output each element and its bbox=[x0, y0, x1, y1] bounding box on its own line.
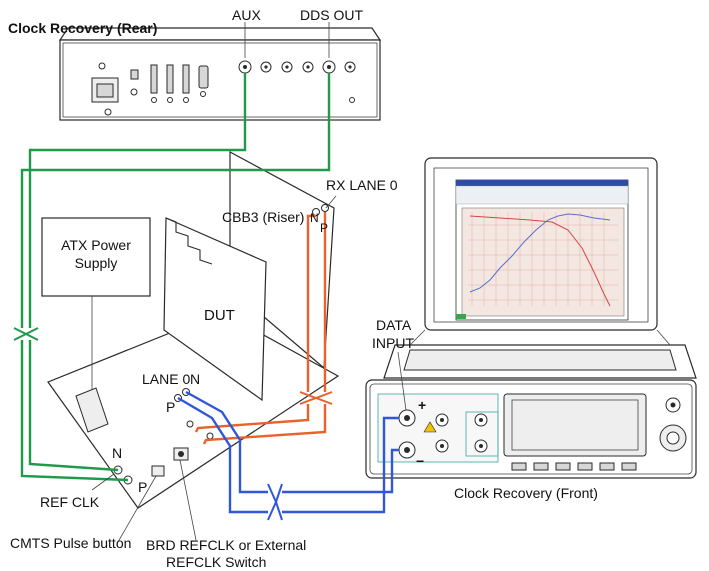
label-minus: − bbox=[416, 453, 424, 469]
front-display bbox=[503, 393, 647, 457]
label-rx-lane0: RX LANE 0 bbox=[326, 177, 398, 193]
label-lane0-n: N bbox=[190, 371, 200, 387]
green-cable-aux bbox=[28, 73, 247, 472]
laptop bbox=[383, 157, 697, 379]
green-cable-dds-out bbox=[20, 73, 331, 482]
label-ref-p: P bbox=[138, 479, 147, 495]
clock-recovery-rear-unit bbox=[58, 27, 382, 121]
label-atx-line2: Supply bbox=[75, 255, 118, 271]
label-brd-refclk-line2: REFCLK Switch bbox=[166, 554, 266, 570]
pointer-lines bbox=[91, 22, 407, 543]
label-ref-n: N bbox=[112, 445, 122, 461]
motherboard bbox=[47, 311, 340, 509]
label-dds-out: DDS OUT bbox=[300, 7, 363, 23]
motherboard-assembly bbox=[41, 150, 340, 509]
dut-card bbox=[163, 217, 267, 402]
label-atx-line1: ATX Power bbox=[61, 237, 131, 253]
blue-cable-lane0-p bbox=[177, 396, 399, 514]
label-aux: AUX bbox=[232, 7, 261, 23]
label-cbb3-riser: CBB3 (Riser) bbox=[222, 209, 304, 225]
orange-cable-rx-n bbox=[194, 214, 316, 433]
cmts-pulse-button bbox=[151, 465, 165, 477]
label-dut: DUT bbox=[204, 307, 235, 324]
cables bbox=[13, 73, 399, 521]
label-data-input-line1: DATA bbox=[376, 317, 412, 333]
blue-cable-lane0-n bbox=[185, 390, 399, 494]
label-lane0-p: P bbox=[166, 399, 175, 415]
label-rx-p: P bbox=[320, 221, 328, 235]
label-ref-clk: REF CLK bbox=[40, 494, 100, 510]
label-lane0: LANE 0 bbox=[142, 371, 190, 387]
label-clock-recovery-front: Clock Recovery (Front) bbox=[454, 485, 598, 501]
label-cmts-pulse-button: CMTS Pulse button bbox=[10, 535, 131, 551]
label-clock-recovery-rear: Clock Recovery (Rear) bbox=[8, 20, 157, 36]
label-data-input-line2: INPUT bbox=[372, 335, 414, 351]
label-brd-refclk-line1: BRD REFCLK or External bbox=[146, 537, 306, 553]
label-plus: + bbox=[418, 397, 426, 413]
label-rx-n: N bbox=[310, 211, 319, 225]
plot-area bbox=[461, 207, 625, 317]
orange-cable-rx-p bbox=[202, 212, 327, 445]
atx-power-supply bbox=[41, 217, 151, 297]
clock-recovery-front-unit bbox=[365, 379, 697, 479]
